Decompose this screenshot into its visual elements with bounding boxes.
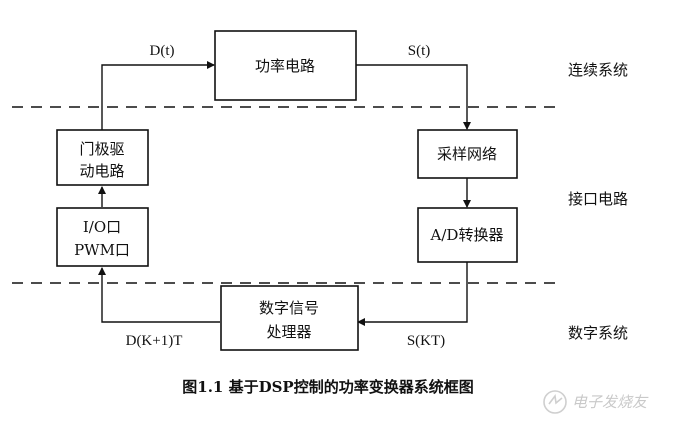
signal-dk1t-label: D(K+1)T	[126, 333, 183, 349]
wire-ad-to-dsp	[357, 262, 468, 326]
power-circuit-block: 功率电路	[214, 30, 357, 101]
gate-driver-label-line1: 门极驱	[79, 140, 124, 158]
dsp-block: 数字信号 处理器	[220, 285, 359, 351]
sampling-network-block: 采样网络	[417, 129, 518, 179]
io-port-label-line1: I/O口	[83, 218, 121, 236]
signal-st-label: S(t)	[408, 43, 431, 59]
dsp-label-line1: 数字信号	[259, 299, 319, 317]
io-port-label-line2: PWM口	[74, 241, 130, 259]
power-circuit-label: 功率电路	[255, 57, 315, 75]
ad-converter-block: A/D转换器	[417, 207, 518, 263]
watermark-text: 电子发烧友	[572, 393, 649, 411]
region-digital-label: 数字系统	[568, 324, 628, 342]
watermark-logo: 电子发烧友	[543, 390, 649, 414]
io-port-block: I/O口 PWM口	[56, 207, 149, 267]
region-continuous-label: 连续系统	[568, 61, 628, 79]
figure-caption: 图1.1 基于DSP控制的功率变换器系统框图	[182, 378, 473, 396]
wire-power-to-sampling	[356, 64, 471, 130]
wire-gate-to-power	[101, 61, 215, 130]
region-interface-label: 接口电路	[568, 190, 628, 208]
gate-driver-block: 门极驱 动电路	[56, 129, 149, 186]
dsp-label-line2: 处理器	[266, 323, 311, 341]
gate-driver-label-line2: 动电路	[79, 162, 124, 180]
ad-converter-label: A/D转换器	[430, 226, 504, 244]
sampling-network-label: 采样网络	[437, 145, 497, 163]
signal-dt-label: D(t)	[150, 43, 175, 59]
watermark-icon	[543, 390, 567, 414]
signal-skt-label: S(KT)	[407, 333, 445, 349]
wire-dsp-to-io	[98, 267, 220, 323]
